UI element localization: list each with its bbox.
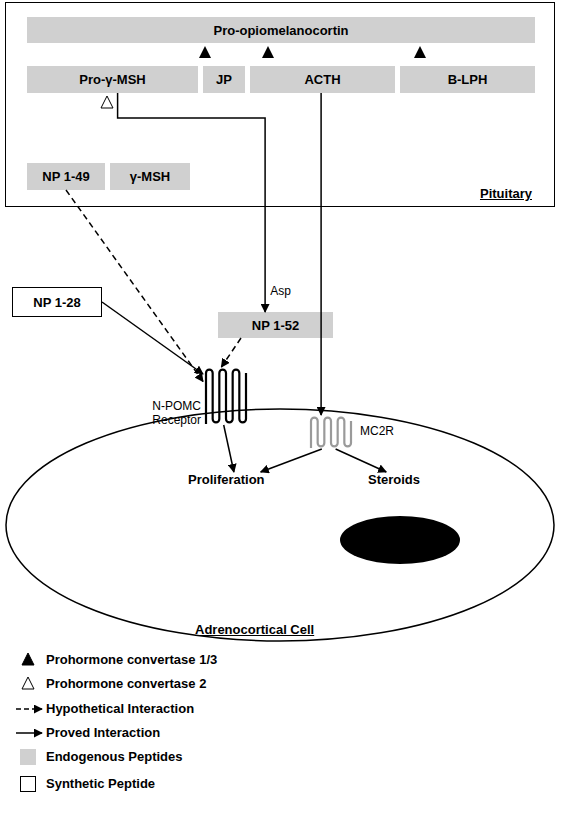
legend-swatch [20,749,36,765]
nucleus [340,516,460,564]
cleavage-site-pc2 [101,96,113,108]
legend-swatch [20,776,36,792]
legend-text: Endogenous Peptides [46,749,183,765]
edge-label: Asp [270,284,291,298]
cell-outline: Adrenocortical Cell Proliferation Steroids [5,408,555,642]
region-heading: Pituitary [480,186,532,201]
legend-triangle [22,677,34,689]
peptide-name: NP 1-28 [33,295,80,310]
receptor-symbol: N-POMC Receptor [203,367,249,425]
proved-arrow [102,302,203,374]
peptide-box: Pro-γ-MSH [27,66,198,93]
legend-text: Proved Interaction [46,725,160,741]
outcome-label: Proliferation [188,472,265,487]
receptor-label: N-POMC Receptor [151,399,201,427]
cleavage-site-pc13 [414,46,426,58]
legend-text: Synthetic Peptide [46,776,155,792]
peptide-name: Pro-γ-MSH [79,72,145,87]
transmembrane-shape [203,367,249,425]
cell-membrane [5,408,555,642]
peptide-box: NP 1-52 [218,312,333,338]
proved-arrow [118,93,266,312]
outcome: Steroids [368,472,420,487]
peptide-name: γ-MSH [130,169,170,184]
cell-membrane-outline [6,409,554,641]
peptide-name: Pro-opiomelanocortin [213,23,348,38]
legend-sample [14,650,44,670]
cleavage-site-pc13 [199,46,211,58]
hypothetical-arrow [221,338,241,367]
peptide-band: Pro-opiomelanocortin [27,17,535,43]
peptide-box: B-LPH [400,66,535,93]
peptide-box: γ-MSH [110,163,190,190]
outcome: Proliferation [188,472,265,487]
legend-text: Prohormone convertase 1/3 [46,652,217,668]
receptor-label: MC2R [360,424,394,438]
peptide-name: ACTH [304,72,340,87]
peptide-name: B-LPH [448,72,488,87]
legend-arrow [16,708,42,710]
legend-text: Hypothetical Interaction [46,701,194,717]
receptor-symbol: MC2R [308,415,354,449]
legend-sample [14,723,44,743]
peptide-box: NP 1-49 [27,163,105,190]
transmembrane-loops [311,418,351,448]
peptide-name: JP [216,72,232,87]
peptide-name: NP 1-49 [42,169,89,184]
legend-triangle [22,653,34,665]
peptide-box: ACTH [250,66,395,93]
outcome-label: Steroids [368,472,420,487]
transmembrane-shape [308,415,354,449]
legend-sample [14,699,44,719]
proved-arrow [320,93,322,415]
transmembrane-loops [206,370,246,424]
cell-label: Adrenocortical Cell [195,622,314,637]
peptide-name: NP 1-52 [252,318,299,333]
peptide-box: JP [203,66,245,93]
hypothetical-arrow [66,190,203,382]
synthetic-peptide-box: NP 1-28 [12,287,102,317]
cleavage-site-pc13 [262,46,274,58]
legend-text: Prohormone convertase 2 [46,676,206,692]
legend-arrow [16,732,42,734]
legend-sample [14,674,44,694]
pituitary-frame: Pituitary Pro-opiomelanocortinPro-γ-MSH JP… [5,2,555,207]
